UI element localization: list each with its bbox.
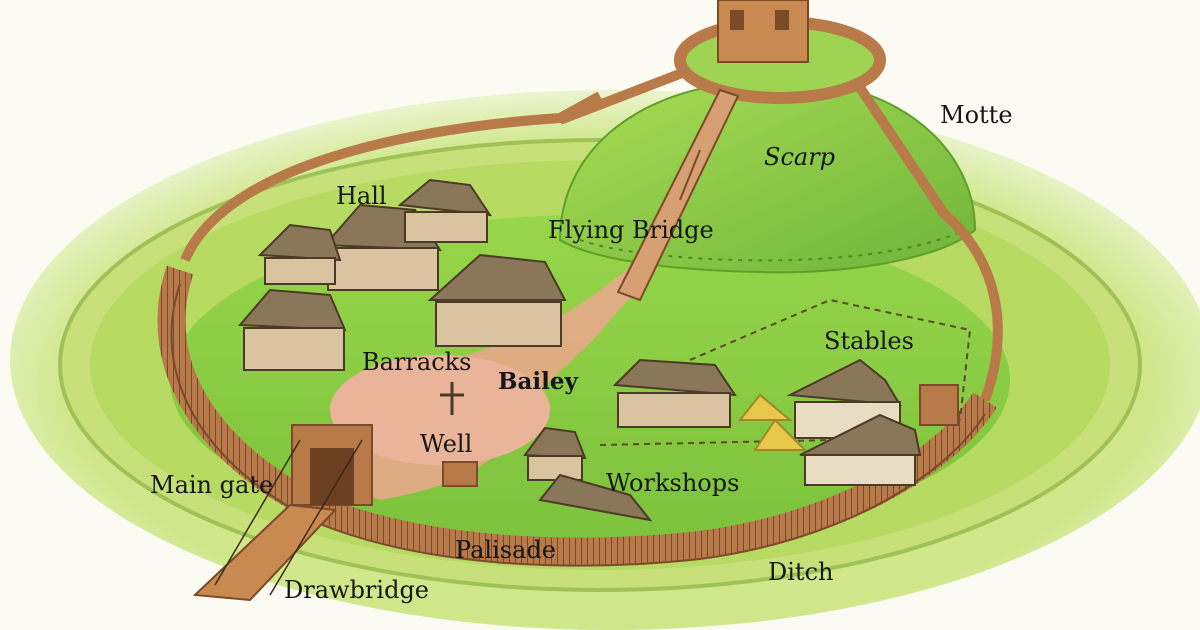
- label-palisade: Palisade: [455, 538, 556, 562]
- label-bailey: Bailey: [498, 370, 578, 393]
- label-barracks: Barracks: [362, 350, 472, 374]
- label-well: Well: [420, 432, 472, 456]
- label-ditch: Ditch: [768, 560, 833, 584]
- label-stables: Stables: [824, 329, 914, 353]
- label-flying-bridge: Flying Bridge: [548, 218, 714, 242]
- label-hall: Hall: [336, 184, 387, 208]
- label-motte: Motte: [940, 103, 1013, 127]
- label-drawbridge: Drawbridge: [284, 578, 429, 602]
- label-main-gate: Main gate: [150, 473, 273, 497]
- label-scarp: Scarp: [764, 145, 835, 169]
- keep-tower: [718, 0, 808, 62]
- label-workshops: Workshops: [606, 471, 739, 495]
